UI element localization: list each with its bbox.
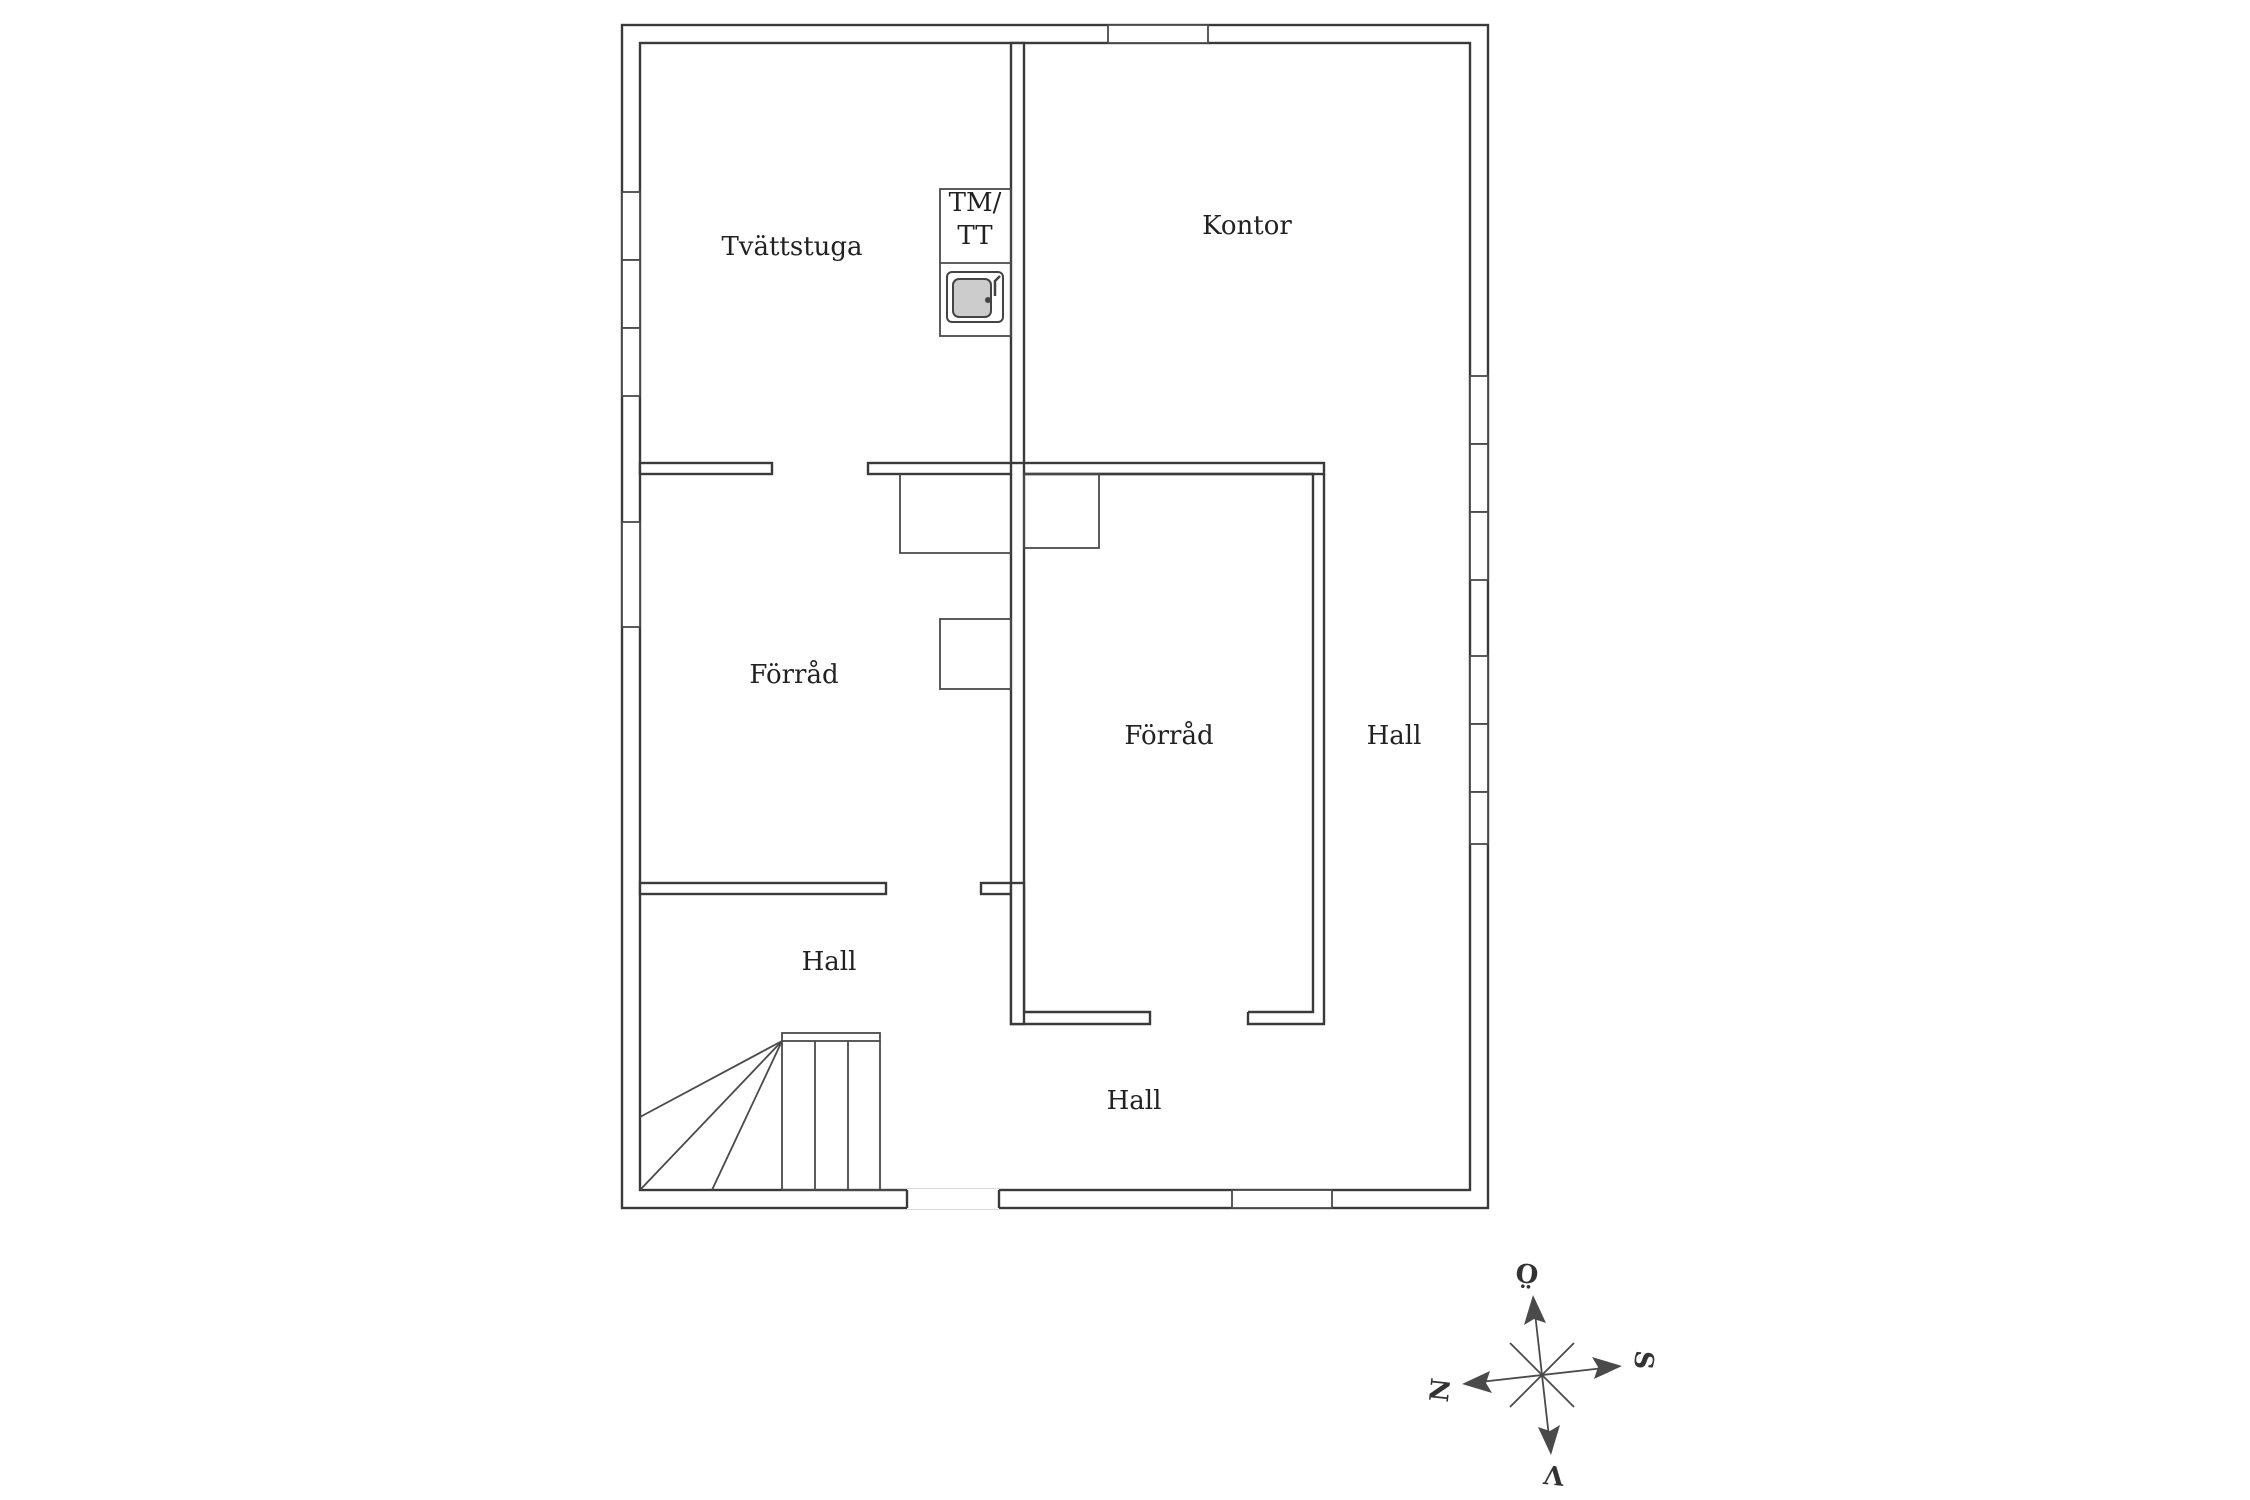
room-labels: Tvättstuga TM/ TT Kontor Förråd Förråd H… xyxy=(721,188,1421,1116)
compass-rose-icon: N S Ö V xyxy=(1425,1256,1659,1490)
laundry-fixtures xyxy=(939,188,1012,337)
room-label-hall-right: Hall xyxy=(1367,721,1422,751)
room-label-forrad-center: Förråd xyxy=(1124,720,1213,751)
staircase-icon xyxy=(639,1032,905,1191)
interior-walls xyxy=(638,41,1326,1026)
room-label-tm-tt-1: TM/ xyxy=(949,188,1002,218)
compass-east-label: Ö xyxy=(1514,1256,1540,1290)
compass-south-label: S xyxy=(1627,1349,1659,1371)
room-label-kontor: Kontor xyxy=(1202,211,1292,241)
room-label-hall-bottom: Hall xyxy=(1107,1086,1162,1116)
room-label-forrad-left: Förråd xyxy=(749,659,838,690)
sink-icon xyxy=(946,271,1004,323)
windows xyxy=(621,24,1489,1209)
compass-west-label: V xyxy=(1542,1458,1567,1490)
compass-north-label: N xyxy=(1425,1377,1457,1404)
room-label-tm-tt-2: TT xyxy=(957,221,993,251)
outer-walls xyxy=(620,23,1490,1210)
room-label-tvattstuga: Tvättstuga xyxy=(721,232,862,262)
room-label-hall-left: Hall xyxy=(802,947,857,977)
